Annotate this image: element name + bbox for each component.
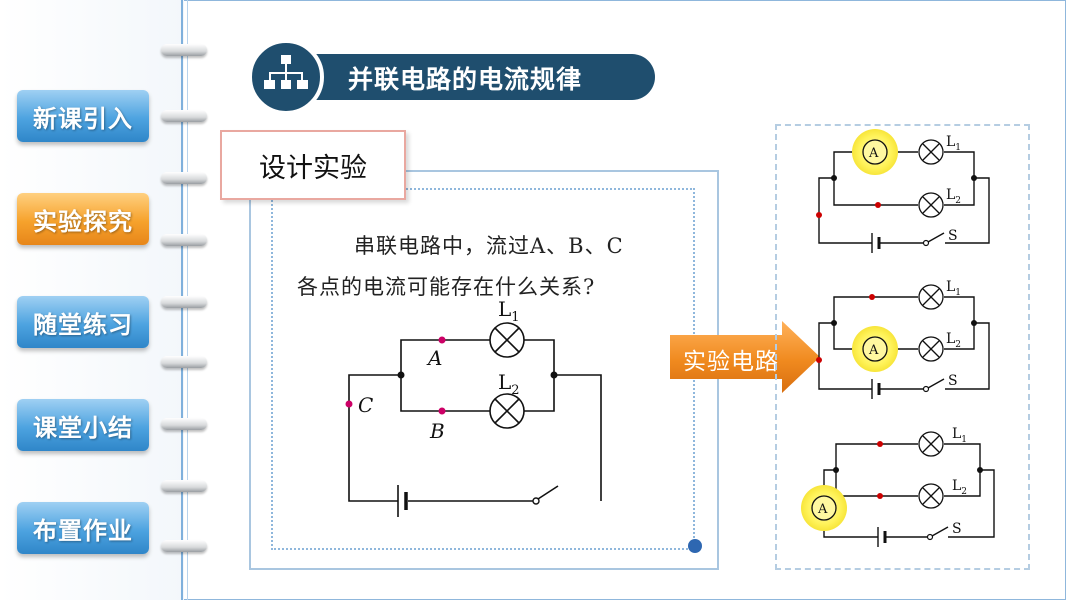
corner-dot bbox=[688, 539, 702, 553]
binder-ring bbox=[161, 418, 207, 430]
design-tab-label: 设计实验 bbox=[259, 152, 367, 184]
nav-item-label: 实验探究 bbox=[33, 207, 133, 236]
nav-item-summary[interactable]: 课堂小结 bbox=[17, 399, 149, 451]
binder-ring bbox=[161, 110, 207, 122]
binder-ring bbox=[161, 296, 207, 308]
nav-item-label: 课堂小结 bbox=[33, 413, 133, 442]
question-text: 串联电路中，流过A、B、C 各点的电流可能存在什么关系? bbox=[297, 226, 677, 308]
binder-ring bbox=[161, 356, 207, 368]
page-title: 并联电路的电流规律 bbox=[348, 65, 583, 94]
question-line-1: 串联电路中，流过A、B、C bbox=[354, 234, 624, 258]
nav-item-label: 随堂练习 bbox=[33, 310, 133, 339]
nav-item-experiment[interactable]: 实验探究 bbox=[17, 193, 149, 245]
binder-ring bbox=[161, 234, 207, 246]
hierarchy-icon bbox=[248, 39, 324, 115]
binder-ring bbox=[161, 44, 207, 56]
nav-item-homework[interactable]: 布置作业 bbox=[17, 502, 149, 554]
binder-ring bbox=[161, 540, 207, 552]
question-line-2: 各点的电流可能存在什么关系? bbox=[297, 275, 596, 299]
binder-ring bbox=[161, 172, 207, 184]
title-bar bbox=[265, 54, 655, 100]
design-tab: 设计实验 bbox=[220, 130, 406, 200]
experiment-circuit-arrow-button[interactable] bbox=[670, 321, 820, 393]
nav-item-label: 布置作业 bbox=[33, 516, 133, 545]
nav-item-label: 新课引入 bbox=[33, 104, 133, 133]
nav-item-intro[interactable]: 新课引入 bbox=[17, 90, 149, 142]
binder-ring bbox=[161, 480, 207, 492]
nav-item-practice[interactable]: 随堂练习 bbox=[17, 296, 149, 348]
experiment-circuits-panel bbox=[775, 124, 1030, 570]
